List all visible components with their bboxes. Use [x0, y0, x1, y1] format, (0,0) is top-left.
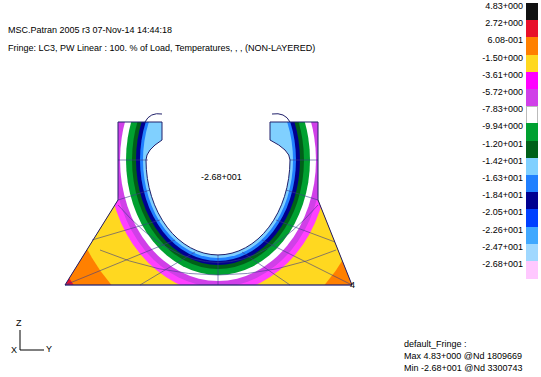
- legend-value: -2.26+001: [482, 225, 523, 236]
- legend-value: -1.63+001: [482, 173, 523, 184]
- axis-label: X: [11, 345, 17, 356]
- legend-value: -7.83+000: [482, 104, 523, 115]
- legend-value: -5.72+000: [482, 87, 523, 98]
- color-swatch: [526, 37, 538, 55]
- color-swatch: [526, 106, 538, 124]
- legend-value: -1.50+000: [482, 53, 523, 64]
- fringe-info: default_Fringe :: [404, 339, 467, 350]
- fringe-info: Max 4.83+000 @Nd 1809669: [404, 351, 522, 362]
- color-swatch: [526, 3, 538, 21]
- node-marker: 4: [350, 280, 355, 291]
- legend-value: -2.47+001: [482, 242, 523, 253]
- legend-value: 2.72+000: [485, 18, 523, 29]
- legend-value: -3.61+000: [482, 70, 523, 81]
- color-swatch: [526, 72, 538, 90]
- legend-value: 4.83+000: [485, 1, 523, 12]
- legend-value: -9.94+000: [482, 121, 523, 132]
- axis-label: Y: [46, 344, 52, 355]
- cutout: [146, 112, 290, 255]
- legend-value: -1.42+001: [482, 156, 523, 167]
- color-swatch: [526, 261, 538, 279]
- color-swatch: [526, 20, 538, 38]
- header-text: MSC.Patran 2005 r3 07-Nov-14 14:44:18: [8, 25, 172, 36]
- color-swatch: [526, 227, 538, 245]
- legend-value: -1.84+001: [482, 190, 523, 201]
- color-swatch: [526, 141, 538, 159]
- color-swatch: [526, 55, 538, 73]
- hook-left: [145, 114, 162, 122]
- color-swatch: [526, 158, 538, 176]
- fringe-value: -2.68+001: [200, 172, 243, 183]
- legend-value: -2.68+001: [482, 259, 523, 270]
- hook-right: [272, 114, 290, 122]
- legend-value: 6.08-001: [487, 35, 523, 46]
- color-swatch: [526, 89, 538, 107]
- legend-value: -2.05+001: [482, 207, 523, 218]
- color-swatch: [526, 244, 538, 262]
- part-outline: [65, 122, 352, 285]
- axis-triad: [20, 330, 44, 350]
- fringe-bands: [36, 0, 400, 365]
- mesh-lines: [65, 160, 352, 285]
- axis-label: Z: [16, 318, 22, 329]
- header-text: Fringe: LC3, PW Linear : 100. % of Load,…: [8, 43, 315, 54]
- color-swatch: [526, 209, 538, 227]
- color-swatch: [526, 192, 538, 210]
- color-swatch: [526, 175, 538, 193]
- color-swatch: [526, 123, 538, 141]
- legend-value: -1.20+001: [482, 139, 523, 150]
- fringe-info: Min -2.68+001 @Nd 3300743: [404, 363, 522, 374]
